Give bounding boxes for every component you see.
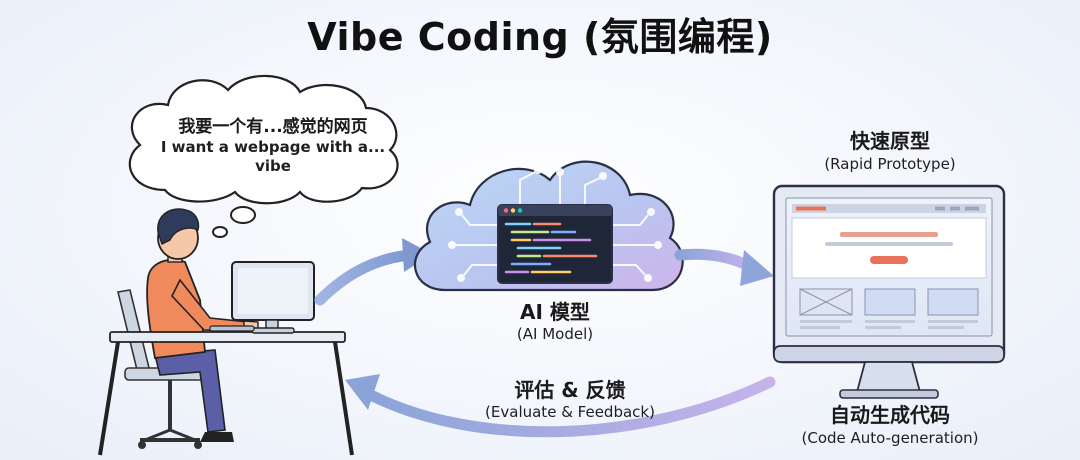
ai-model-en: (AI Model) bbox=[516, 325, 594, 343]
rapid-prototype-en: (Rapid Prototype) bbox=[824, 155, 956, 173]
thought-text: 我要一个有...感觉的网页 I want a webpage with a...… bbox=[148, 116, 398, 176]
thought-bubble-icon bbox=[128, 74, 399, 238]
rapid-prototype-label: 快速原型 (Rapid Prototype) bbox=[790, 128, 990, 174]
rapid-prototype-cn: 快速原型 bbox=[850, 129, 930, 153]
ai-model-label: AI 模型 (AI Model) bbox=[470, 300, 640, 344]
evaluate-cn: 评估 & 反馈 bbox=[514, 378, 626, 402]
thought-line-cn: 我要一个有...感觉的网页 bbox=[178, 117, 368, 137]
ai-model-cn: AI 模型 bbox=[520, 300, 590, 324]
auto-gen-label: 自动生成代码 (Code Auto-generation) bbox=[775, 402, 1005, 448]
thought-line-en: I want a webpage with a... bbox=[160, 138, 386, 156]
person-at-desk-icon bbox=[98, 208, 354, 456]
desktop-monitor-icon bbox=[772, 184, 1006, 399]
evaluate-en: (Evaluate & Feedback) bbox=[485, 403, 655, 421]
page-title: Vibe Coding (氛围编程) bbox=[307, 15, 773, 59]
evaluate-label: 评估 & 反馈 (Evaluate & Feedback) bbox=[455, 378, 685, 422]
auto-gen-cn: 自动生成代码 bbox=[830, 403, 950, 427]
thought-line-vibe: vibe bbox=[255, 157, 291, 175]
arrow-to-prototype-icon bbox=[674, 248, 774, 286]
code-window-icon bbox=[497, 204, 613, 284]
feedback-arrow-icon bbox=[345, 374, 776, 438]
auto-gen-en: (Code Auto-generation) bbox=[801, 429, 979, 447]
